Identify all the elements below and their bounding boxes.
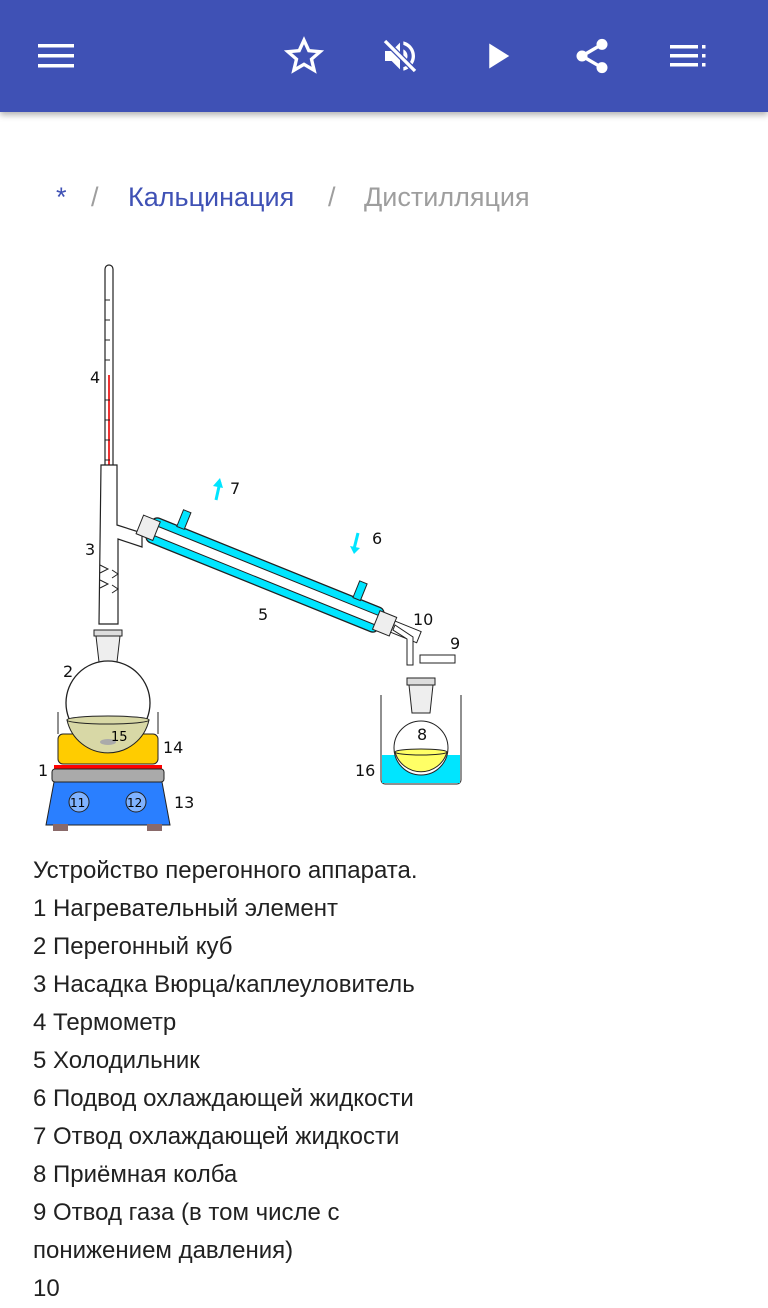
breadcrumb-current: Дистилляция: [364, 182, 530, 212]
star-icon[interactable]: [280, 32, 328, 80]
breadcrumb-separator: /: [328, 182, 336, 212]
label-14: 14: [163, 738, 183, 757]
caption-item: понижением давления): [33, 1237, 294, 1264]
caption-item: 1 Нагревательный элемент: [33, 895, 338, 922]
breadcrumb-parent[interactable]: Кальцинация: [128, 182, 295, 212]
caption-item: 9 Отвод газа (в том числе с: [33, 1199, 340, 1226]
app-bar: [0, 0, 768, 112]
caption-item: 8 Приёмная колба: [33, 1161, 238, 1188]
volume-off-icon[interactable]: [376, 32, 424, 80]
label-13: 13: [174, 793, 194, 812]
label-2: 2: [63, 662, 73, 681]
breadcrumb-home[interactable]: *: [56, 182, 67, 212]
breadcrumb-separator: /: [91, 182, 99, 212]
caption-item: 6 Подвод охлаждающей жидкости: [33, 1085, 414, 1112]
caption-title: Устройство перегонного аппарата.: [33, 857, 418, 884]
label-1: 1: [38, 761, 48, 780]
label-10: 10: [413, 610, 433, 629]
caption-item: 3 Насадка Вюрца/каплеуловитель: [33, 971, 415, 998]
caption-item: 5 Холодильник: [33, 1047, 200, 1074]
playlist-icon[interactable]: [664, 32, 712, 80]
label-5: 5: [258, 605, 268, 624]
label-9: 9: [450, 634, 460, 653]
label-8: 8: [417, 725, 427, 744]
share-icon[interactable]: [568, 32, 616, 80]
play-icon[interactable]: [474, 32, 522, 80]
caption-item: 4 Термометр: [33, 1009, 177, 1036]
caption-item: 10: [33, 1275, 60, 1302]
label-16: 16: [355, 761, 375, 780]
svg-text:15: 15: [111, 730, 128, 745]
label-7: 7: [230, 479, 240, 498]
caption-item: 2 Перегонный куб: [33, 933, 233, 960]
distillation-diagram: 15 11 12 1 2 3 4 5 6 7 8 9 10 11 12 13: [38, 264, 462, 831]
menu-icon[interactable]: [32, 32, 80, 80]
svg-text:11: 11: [70, 796, 85, 810]
label-3: 3: [85, 540, 95, 559]
label-6: 6: [372, 529, 382, 548]
caption-item: 7 Отвод охлаждающей жидкости: [33, 1123, 400, 1150]
label-4: 4: [90, 368, 100, 387]
caption: Устройство перегонного аппарата. 1 Нагре…: [33, 852, 733, 1308]
svg-text:12: 12: [127, 796, 142, 810]
